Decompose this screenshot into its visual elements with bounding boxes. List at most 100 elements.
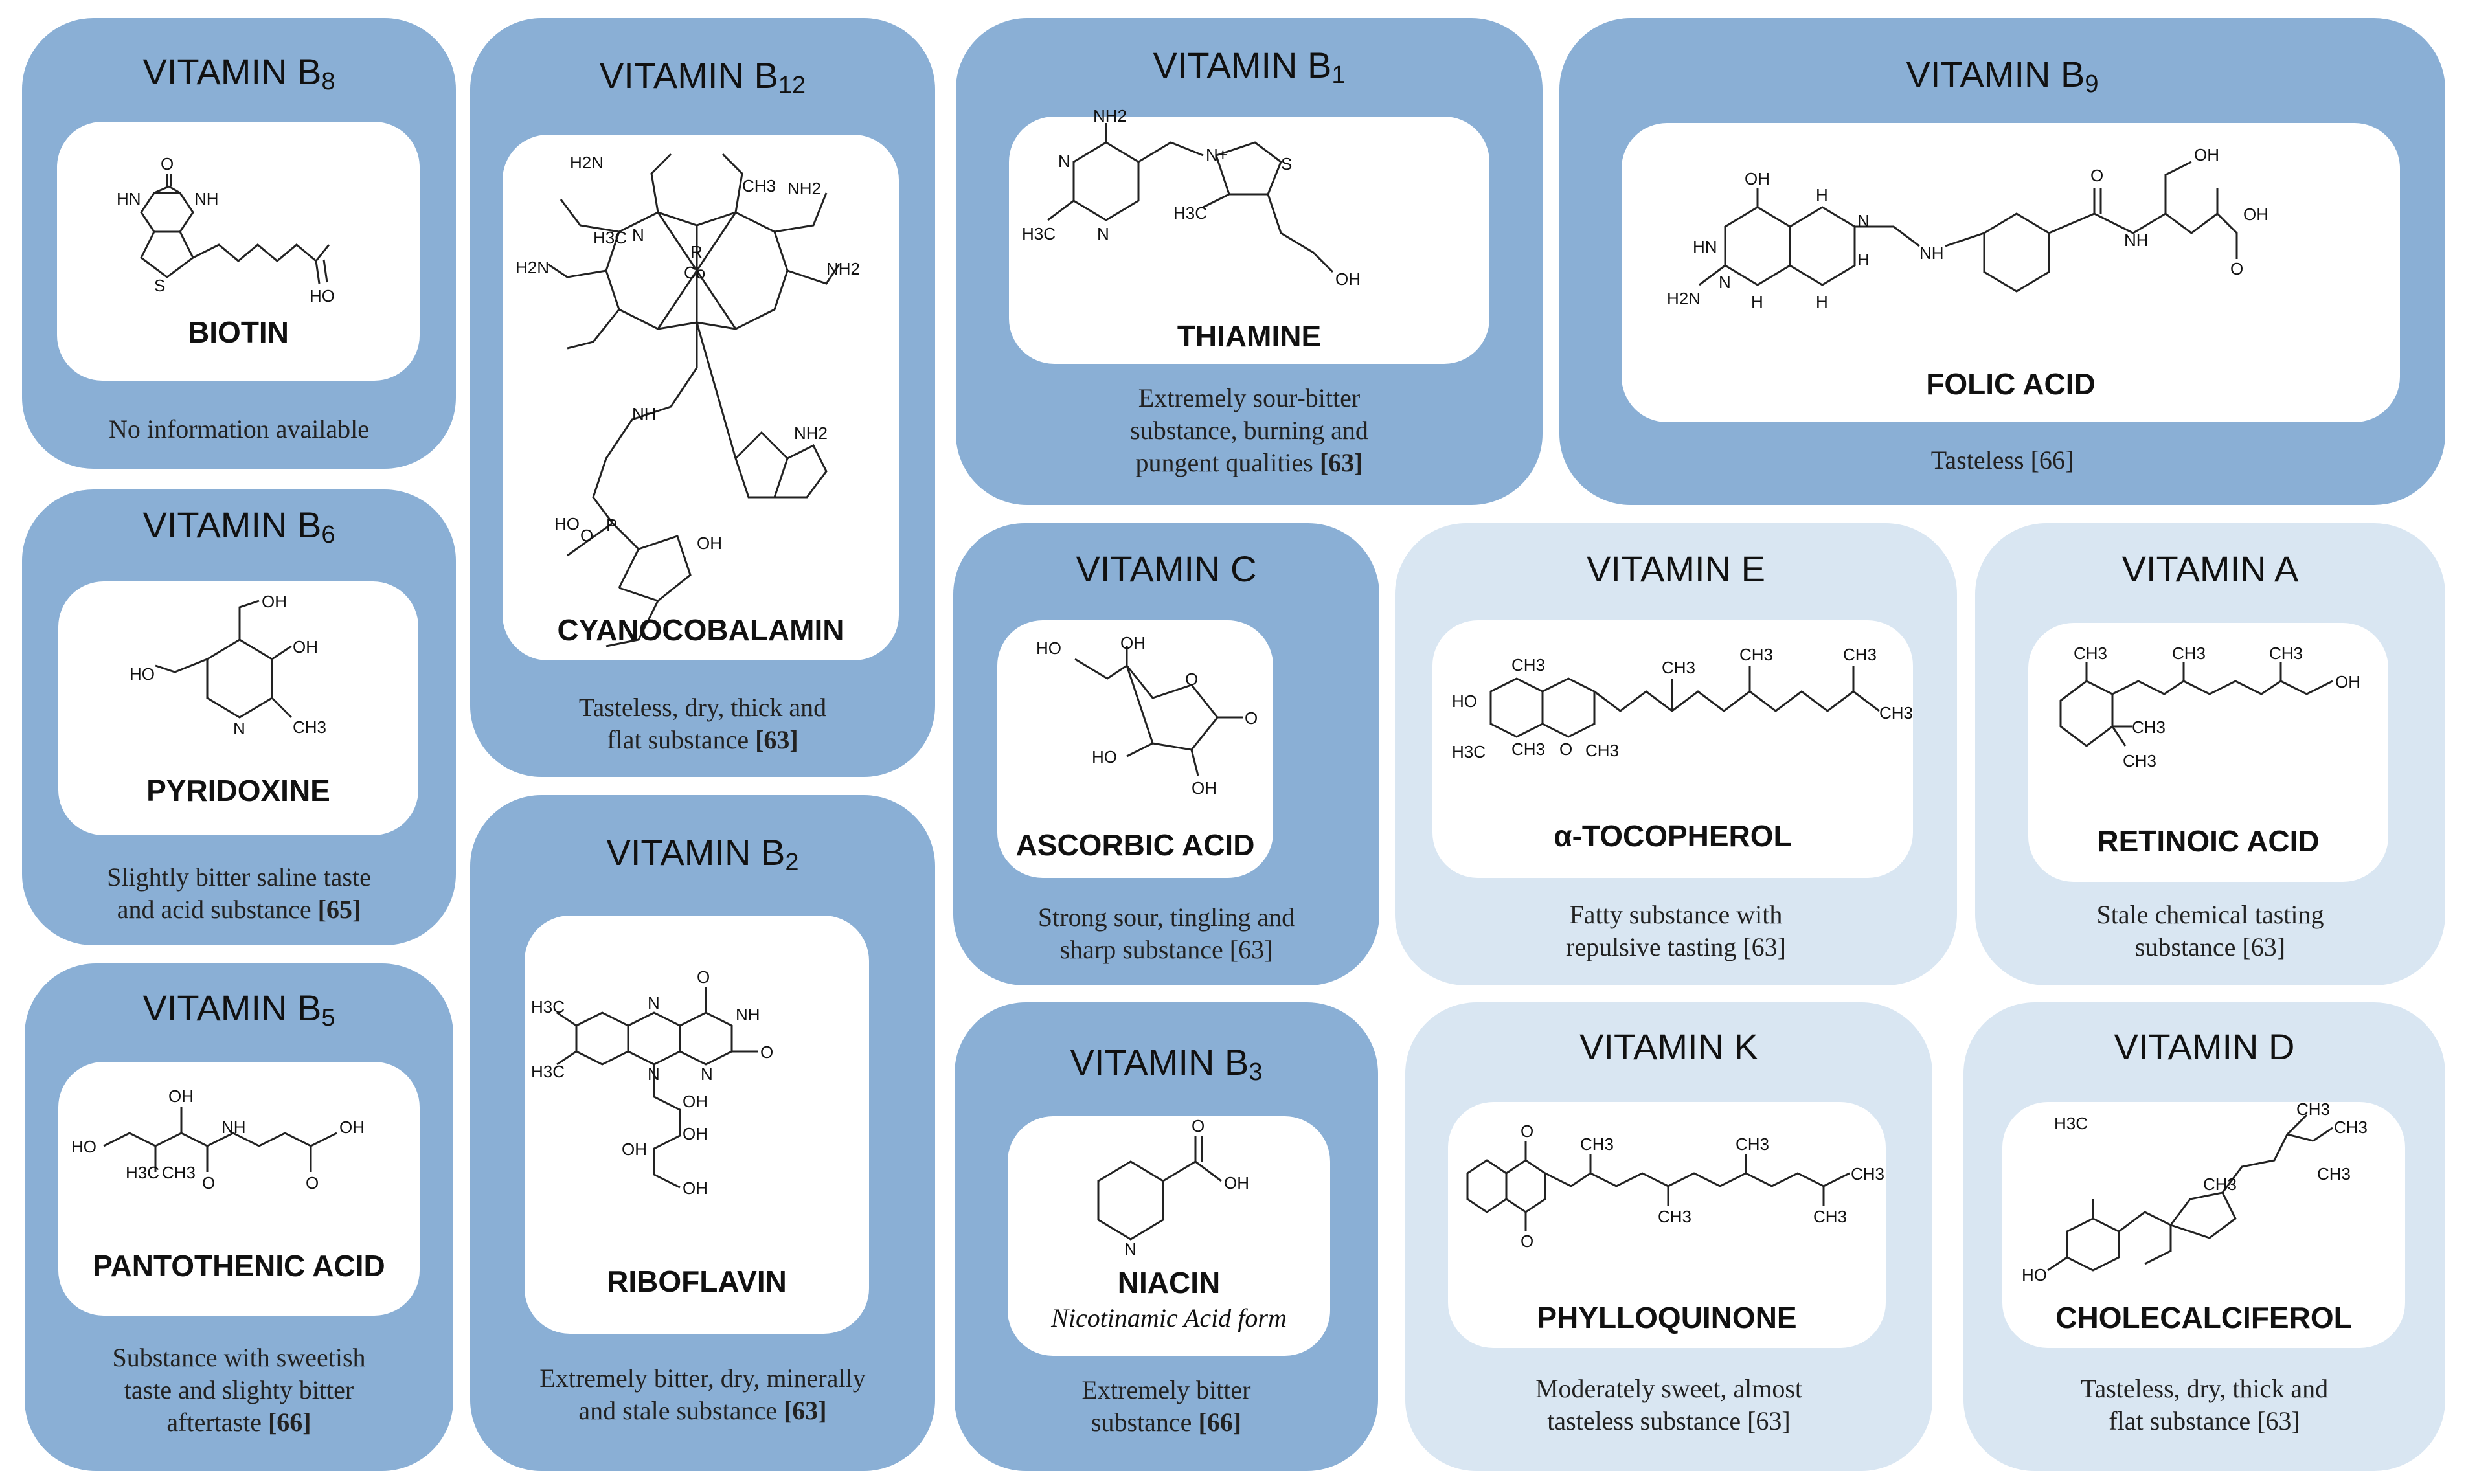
atom-label: N [1058,152,1070,171]
atom-label: N [648,1064,660,1084]
structure-panel: OH OH HO N CH3 PYRIDOXINE [58,581,418,835]
atom-label: CH3 [162,1163,196,1182]
atom-label: OH [168,1086,194,1106]
compound-name: PANTOTHENIC ACID [93,1249,385,1283]
card-vitamin-a: VITAMIN A CH3 CH3 CH3 CH3 CH3 OH RETINOI… [1975,523,2445,985]
atom-label: O [1559,739,1572,759]
phylloquinone-structure: O O CH3 CH3 CH3 CH3 CH3 [1466,1121,1884,1251]
structure-panel: O HN NH S HO BIOTIN [57,122,420,381]
atom-label: NH2 [1093,106,1127,126]
atom-label: OH [683,1124,708,1143]
atom-label: OH [697,534,722,553]
atom-label: N [632,225,644,245]
atom-label: H3C [1173,203,1207,223]
atom-label: HO [310,286,335,306]
card-vitamin-k: VITAMIN K O O CH3 CH3 CH3 CH3 CH3 PHYLLO… [1405,1002,1932,1471]
compound-name: FOLIC ACID [1926,367,2096,401]
atom-label: CH3 [2203,1175,2237,1194]
atom-label: N+ [1206,145,1228,164]
atom-label: OH [622,1140,647,1159]
atom-label: OH [293,637,318,657]
atom-label: NH [736,1005,760,1024]
thiamine-structure: NH2 N N H3C N+ S H3C OH [1022,106,1361,289]
taste-description: Tasteless, dry, thick and flat substance… [578,693,827,754]
taste-description: Extremely sour-bitter substance, burning… [1130,383,1368,477]
atom-label: O [2090,166,2103,185]
card-vitamin-c: VITAMIN C HO OH O O HO OH ASCORBIC ACID … [953,523,1379,985]
compound-name: NIACIN [1117,1266,1221,1299]
atom-label: NH2 [826,259,860,278]
pyridoxine-structure: OH OH HO N CH3 [130,592,326,738]
ascorbic-acid-structure: HO OH O O HO OH [1036,633,1258,798]
card-vitamin-b12: VITAMIN B12 H2N NH2 NH2 H2N Co R N H3C C… [470,18,935,777]
card-title: VITAMIN B6 [142,504,335,548]
structure-panel: O NH O N N N H3C H3C OH OH OH OH RIBOFLA… [525,916,869,1334]
atom-label: CH3 [742,176,776,196]
atom-label: Co [684,263,705,282]
card-vitamin-b6: VITAMIN B6 OH OH HO N CH3 PYRIDOXINE Sli… [22,489,456,945]
compound-name: BIOTIN [188,315,289,349]
compound-name: RIBOFLAVIN [607,1265,787,1298]
atom-label: N [701,1064,713,1084]
compound-name: THIAMINE [1177,319,1322,353]
card-title: VITAMIN B12 [599,55,806,99]
atom-label: R [690,242,703,262]
taste-description: Tasteless [66] [1930,445,2074,475]
structure-panel: NH2 N N H3C N+ S H3C OH THIAMINE [1009,106,1489,364]
card-title: VITAMIN B8 [142,51,335,95]
atom-label: O [1521,1231,1533,1251]
atom-label: CH3 [1851,1164,1884,1184]
card-vitamin-d: VITAMIN D H3C CH3 CH3 CH3 HO CH3 CHOLECA… [1963,1002,2445,1471]
atom-label: NH [2124,230,2149,250]
atom-label: CH3 [1511,739,1545,759]
folic-acid-structure: OH HN H2N N H H N NH H H O O OH OH NH [1667,145,2268,311]
niacin-structure: O OH N [1097,1116,1249,1259]
atom-label: CH3 [2296,1099,2330,1119]
atom-label: CH3 [1511,655,1545,675]
atom-label: CH3 [2132,717,2166,737]
atom-label: OH [683,1092,708,1111]
biotin-structure: O HN NH S HO [117,154,335,306]
atom-label: CH3 [2074,644,2107,663]
atom-label: O [306,1173,319,1193]
card-title: VITAMIN C [1076,548,1257,589]
card-vitamin-b1: VITAMIN B1 NH2 N N H3C N+ S H3C OH THIAM… [956,18,1543,505]
card-title: VITAMIN A [2121,548,2299,589]
structure-panel: H3C CH3 CH3 CH3 HO CH3 CHOLECALCIFEROL [2002,1099,2405,1348]
card-title: VITAMIN B9 [1906,54,2099,98]
atom-label: HO [1092,747,1117,767]
atom-label: NH [1919,243,1944,263]
taste-description: No information available [108,414,370,444]
card-vitamin-b9: VITAMIN B9 OH HN H2N N H H N NH H H O O … [1559,18,2445,505]
card-vitamin-e: VITAMIN E HO CH3 H3C CH3 O CH3 CH3 CH3 C… [1395,523,1957,985]
atom-label: OH [262,592,287,611]
taste-description: Tasteless, dry, thick and flat substance… [2080,1374,2329,1435]
atom-label: HN [1693,237,1717,256]
taste-description: Extremely bitter, dry, minerally and sta… [539,1364,866,1425]
atom-label: O [1245,708,1258,728]
atom-label: O [202,1173,215,1193]
atom-label: H3C [2054,1114,2088,1133]
atom-label: N [1124,1239,1137,1259]
atom-label: OH [683,1178,708,1198]
compound-name: α-TOCOPHEROL [1554,819,1792,853]
atom-label: H3C [1452,742,1486,761]
atom-label: N [1719,273,1731,292]
atom-label: H3C [126,1163,159,1182]
atom-label: OH [1192,778,1217,798]
atom-label: OH [1120,633,1146,653]
card-vitamin-b2: VITAMIN B2 O NH O N N N H3C H3C OH OH OH… [470,795,935,1471]
compound-name: CHOLECALCIFEROL [2055,1301,2352,1334]
atom-label: HO [130,664,155,684]
atom-label: S [1281,154,1292,174]
atom-label: CH3 [1739,645,1773,664]
cholecalciferol-structure: H3C CH3 CH3 CH3 HO CH3 [2022,1099,2368,1285]
card-title: VITAMIN D [2114,1026,2295,1067]
atom-label: NH [632,404,657,423]
atom-label: CH3 [2172,644,2206,663]
atom-label: CH3 [2317,1164,2351,1184]
card-title: VITAMIN B2 [606,832,799,876]
taste-description: Substance with sweetish taste and slight… [112,1343,366,1437]
structure-panel: H2N NH2 NH2 H2N Co R N H3C CH3 NH P O HO… [503,135,899,660]
atom-label: HO [1452,691,1477,711]
